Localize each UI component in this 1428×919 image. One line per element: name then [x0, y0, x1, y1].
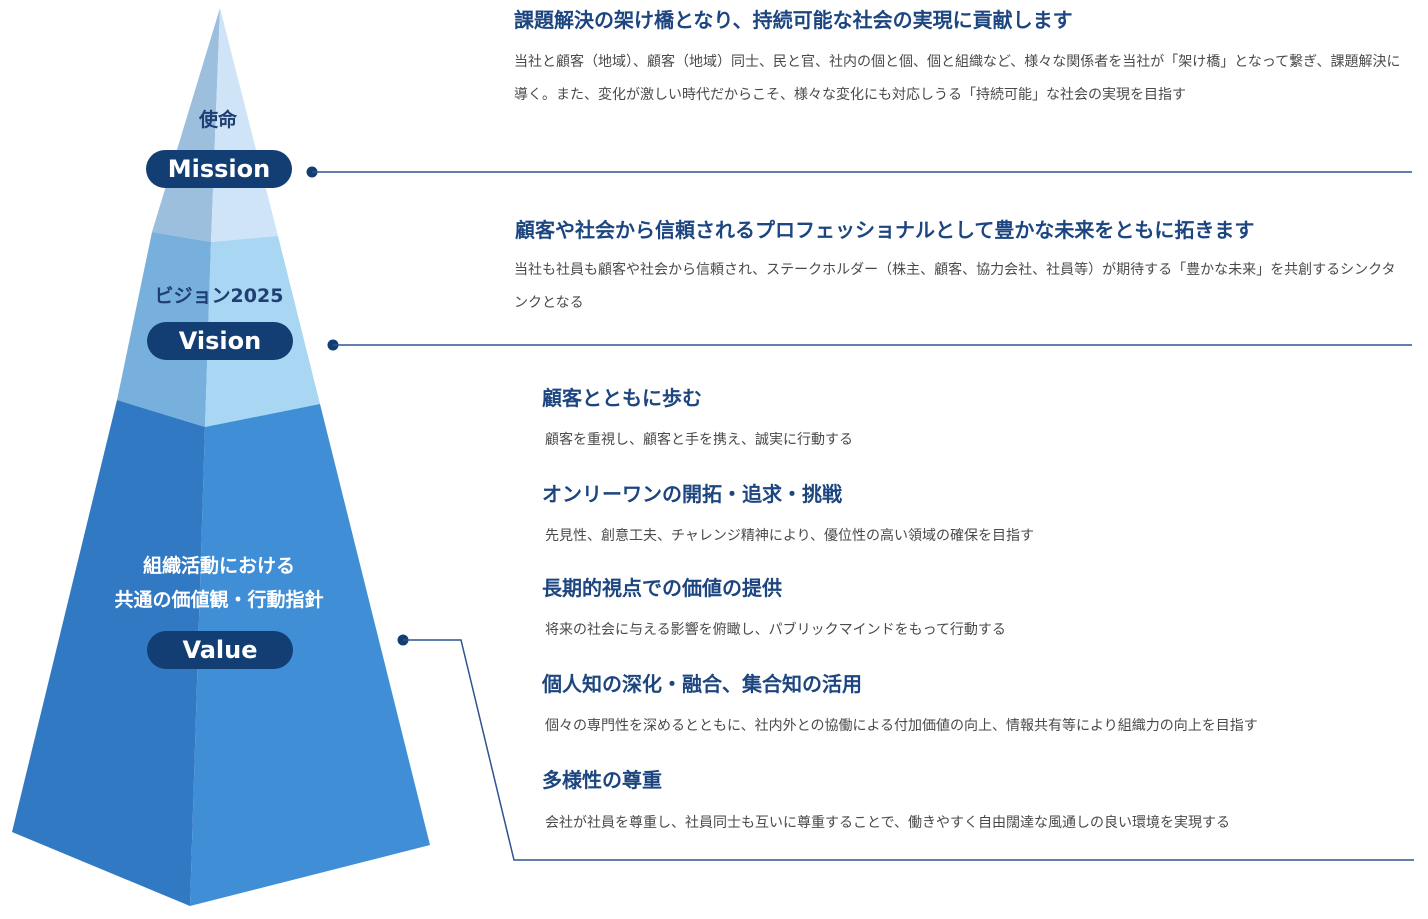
- value-connector-line: [403, 639, 1414, 861]
- value-item-description: 会社が社員を尊重し、社員同士も互いに尊重することで、働きやすく自由闊達な風通しの…: [545, 815, 1231, 831]
- value-item-title: オンリーワンの開拓・追求・挑戦: [542, 482, 842, 506]
- vision-title: 顧客や社会から信頼されるプロフェッショナルとして豊かな未来をともに拓きます: [515, 218, 1255, 242]
- value-item-description: 顧客を重視し、顧客と手を携え、誠実に行動する: [545, 432, 853, 448]
- value-item-title: 個人知の深化・融合、集合知の活用: [542, 672, 862, 696]
- value-pill: Value: [147, 631, 293, 669]
- value-item-description: 先見性、創意工夫、チャレンジ精神により、優位性の高い領域の確保を目指す: [545, 528, 1035, 544]
- value-label-ja-line1: 組織活動における: [142, 555, 295, 577]
- value-tier-left: [12, 400, 205, 906]
- value-label-ja-line2: 共通の価値観・行動指針: [114, 589, 324, 611]
- mission-title: 課題解決の架け橋となり、持続可能な社会の実現に貢献します: [514, 8, 1073, 32]
- value-item-title: 長期的視点での価値の提供: [542, 576, 782, 600]
- value-item-title: 顧客とともに歩む: [542, 386, 702, 410]
- vision-pill: Vision: [147, 322, 293, 360]
- mission-label-ja: 使命: [198, 109, 237, 131]
- value-item-description: 個々の専門性を深めるとともに、社内外との協働による付加価値の向上、情報共有等によ…: [545, 718, 1258, 734]
- mission-description: 当社と顧客（地域）、顧客（地域）同士、民と官、社内の個と個、個と組織など、様々な…: [514, 54, 1401, 103]
- value-item-title: 多様性の尊重: [542, 768, 662, 792]
- vision-description: 当社も社員も顧客や社会から信頼され、ステークホルダー（株主、顧客、協力会社、社員…: [514, 262, 1396, 311]
- mission-pill: Mission: [146, 150, 292, 188]
- vision-label-ja: ビジョン2025: [154, 285, 284, 307]
- value-tier-right: [190, 404, 430, 906]
- value-item-description: 将来の社会に与える影響を俯瞰し、パブリックマインドをもって行動する: [545, 622, 1006, 638]
